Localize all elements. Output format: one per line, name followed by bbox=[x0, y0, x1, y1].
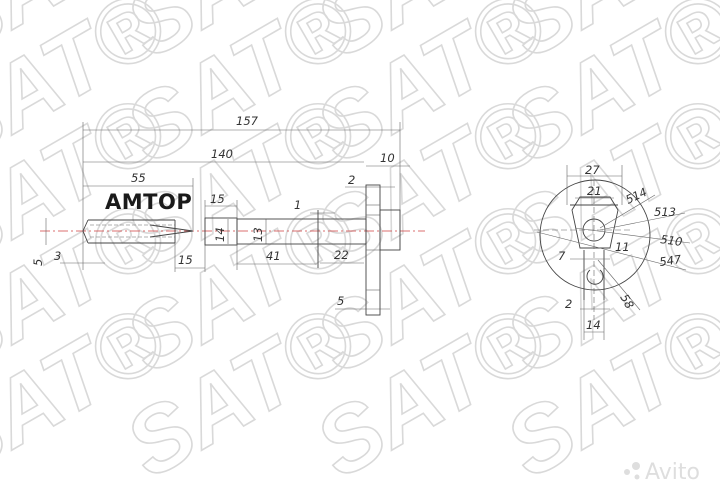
dim-head: 10 bbox=[380, 151, 395, 165]
dim-washer: 1 bbox=[294, 198, 301, 212]
dim-513: 513 bbox=[654, 205, 676, 219]
dim-flange-gap: 2 bbox=[348, 173, 355, 187]
dim-510: 510 bbox=[660, 232, 684, 249]
dim-547: 547 bbox=[658, 252, 682, 269]
dim-bit-length: 55 bbox=[131, 171, 146, 185]
dim-58: 58 bbox=[617, 292, 636, 312]
drill-bit bbox=[82, 219, 194, 244]
side-view: AMTOP 157 140 55 10 2 15 1 3 5 15 14 13 … bbox=[31, 114, 425, 316]
flange-circle bbox=[539, 179, 651, 291]
dim-shaft-dia: 13 bbox=[251, 227, 265, 242]
dim-sleeve-top: 15 bbox=[210, 192, 225, 206]
avito-logo: Avito bbox=[624, 460, 700, 485]
head bbox=[379, 209, 401, 251]
dim-width-inner: 21 bbox=[587, 184, 602, 198]
front-view: 27 21 514 513 510 547 7 11 2 14 58 bbox=[534, 163, 691, 340]
brand-label: AMTOP bbox=[105, 190, 192, 214]
dim-plate: 5 bbox=[337, 294, 344, 308]
dim-14: 14 bbox=[586, 318, 601, 332]
svg-text:Avito: Avito bbox=[645, 460, 700, 485]
dim-overall: 157 bbox=[236, 114, 259, 128]
dim-2: 2 bbox=[565, 297, 572, 311]
dim-tip: 3 bbox=[54, 249, 61, 263]
dim-bit-dia: 5 bbox=[31, 259, 45, 266]
dim-to-flange: 140 bbox=[211, 147, 233, 161]
dim-7: 7 bbox=[558, 249, 566, 263]
dim-to-plate: 22 bbox=[334, 248, 349, 262]
dim-shaft-len: 41 bbox=[266, 249, 281, 263]
dim-width-outer: 27 bbox=[585, 163, 600, 177]
dim-sleeve-dia: 14 bbox=[213, 227, 227, 242]
dim-11: 11 bbox=[615, 240, 630, 254]
dim-sleeve-len: 15 bbox=[178, 253, 193, 267]
